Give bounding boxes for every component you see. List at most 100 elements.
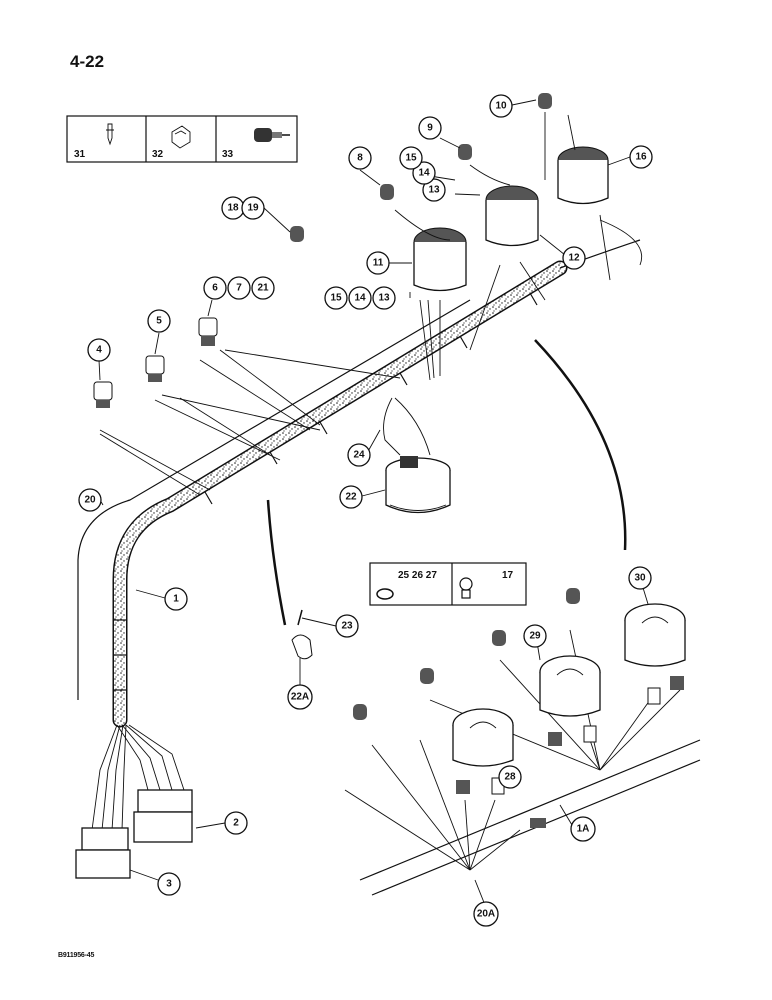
svg-text:11: 11	[373, 258, 384, 269]
switch-4	[93, 381, 113, 408]
callout-21: 21	[251, 276, 275, 300]
callout-15-lower: 15	[324, 286, 348, 310]
upper-leads	[394, 112, 642, 381]
gauge-11	[413, 227, 467, 292]
svg-text:24: 24	[353, 450, 365, 461]
svg-text:18: 18	[227, 203, 239, 214]
callout-24: 24	[347, 443, 371, 467]
callout-29: 29	[523, 624, 547, 648]
callout-22a: 22A	[287, 684, 313, 710]
callout-5: 5	[147, 309, 171, 333]
gauge-29	[539, 655, 601, 717]
callout-20: 20	[78, 488, 102, 512]
callout-3: 3	[157, 872, 181, 896]
callout-19: 19	[241, 196, 265, 220]
svg-text:20A: 20A	[477, 909, 495, 920]
ground-wire-20	[77, 299, 471, 700]
page-number: 4-22	[70, 52, 105, 71]
callout-12: 12	[562, 246, 586, 270]
callout-11: 11	[366, 251, 390, 275]
bulb-icon	[459, 577, 473, 599]
drawing-code: B911956-45	[58, 952, 95, 959]
callout-28: 28	[498, 765, 522, 789]
svg-text:20: 20	[84, 495, 96, 506]
callout-6: 6	[203, 276, 227, 300]
parts-inset-bottom: 25 26 27 17	[369, 562, 527, 606]
washer-icon	[376, 588, 394, 600]
terminal-icon	[106, 123, 114, 146]
callout-2: 2	[224, 811, 248, 835]
svg-text:4: 4	[96, 345, 102, 356]
svg-text:16: 16	[635, 152, 647, 163]
gauge-22	[383, 397, 451, 514]
indicator-lamps-upper	[290, 93, 552, 242]
svg-text:23: 23	[341, 621, 353, 632]
svg-text:14: 14	[354, 293, 366, 304]
sender-icon	[254, 128, 290, 142]
callout-14-upper: 14	[412, 161, 436, 185]
connector-icon	[171, 125, 191, 149]
inset-label-33: 33	[222, 149, 234, 160]
main-harness	[112, 239, 641, 728]
switch-6	[198, 317, 218, 346]
svg-text:13: 13	[428, 185, 440, 196]
svg-text:14: 14	[418, 168, 430, 179]
callout-13-lower: 13	[372, 286, 396, 310]
callout-13-upper: 13	[422, 178, 446, 202]
callout-10: 10	[489, 94, 513, 118]
switch-5	[145, 355, 165, 382]
callout-1a: 1A	[570, 816, 596, 842]
inset-label-32: 32	[152, 149, 164, 160]
svg-text:1: 1	[173, 594, 179, 605]
svg-text:8: 8	[357, 153, 363, 164]
callout-7: 7	[227, 276, 251, 300]
callout-18: 18	[221, 196, 245, 220]
callout-1: 1	[164, 587, 188, 611]
callout-labels: 1 1A 2 3 4 5 6 7 21 8 9 10 11 12 13 14 1…	[78, 94, 653, 927]
svg-text:10: 10	[495, 101, 507, 112]
svg-text:13: 13	[378, 293, 390, 304]
svg-text:22: 22	[345, 492, 357, 503]
lower-harness	[344, 629, 701, 896]
inset-label-25-26-27: 25 26 27	[398, 570, 437, 581]
svg-text:9: 9	[427, 123, 433, 134]
callout-16: 16	[629, 145, 653, 169]
callout-23: 23	[335, 614, 359, 638]
callout-20a: 20A	[473, 901, 499, 927]
svg-text:3: 3	[166, 879, 172, 890]
gauge-28	[452, 708, 514, 767]
svg-text:7: 7	[236, 283, 242, 294]
connector-3	[75, 827, 131, 879]
switches-left	[93, 317, 401, 496]
reference-arrow	[266, 499, 287, 626]
connector-2	[133, 789, 193, 843]
callout-22: 22	[339, 485, 363, 509]
svg-text:28: 28	[504, 772, 516, 783]
svg-text:2: 2	[233, 818, 239, 829]
callout-15-upper: 15	[399, 146, 423, 170]
svg-text:12: 12	[568, 253, 580, 264]
gauge-12	[485, 185, 539, 247]
svg-text:29: 29	[529, 631, 541, 642]
clip-22a	[291, 609, 313, 660]
inset-label-17: 17	[502, 570, 514, 581]
callout-4: 4	[87, 338, 111, 362]
svg-text:1A: 1A	[577, 824, 590, 835]
callout-8: 8	[348, 146, 372, 170]
callout-14-lower: 14	[348, 286, 372, 310]
svg-text:19: 19	[247, 203, 259, 214]
svg-text:15: 15	[330, 293, 342, 304]
svg-text:6: 6	[212, 283, 218, 294]
svg-text:15: 15	[405, 153, 417, 164]
svg-text:21: 21	[257, 283, 269, 294]
callout-9: 9	[418, 116, 442, 140]
connector-leads	[91, 724, 185, 831]
gauge-30	[624, 603, 686, 667]
gauge-16	[557, 146, 609, 205]
svg-text:5: 5	[156, 316, 162, 327]
svg-text:30: 30	[634, 573, 646, 584]
callout-30: 30	[628, 566, 652, 590]
parts-inset-top: 31 32 33	[66, 115, 298, 163]
reference-arrow	[534, 339, 627, 551]
